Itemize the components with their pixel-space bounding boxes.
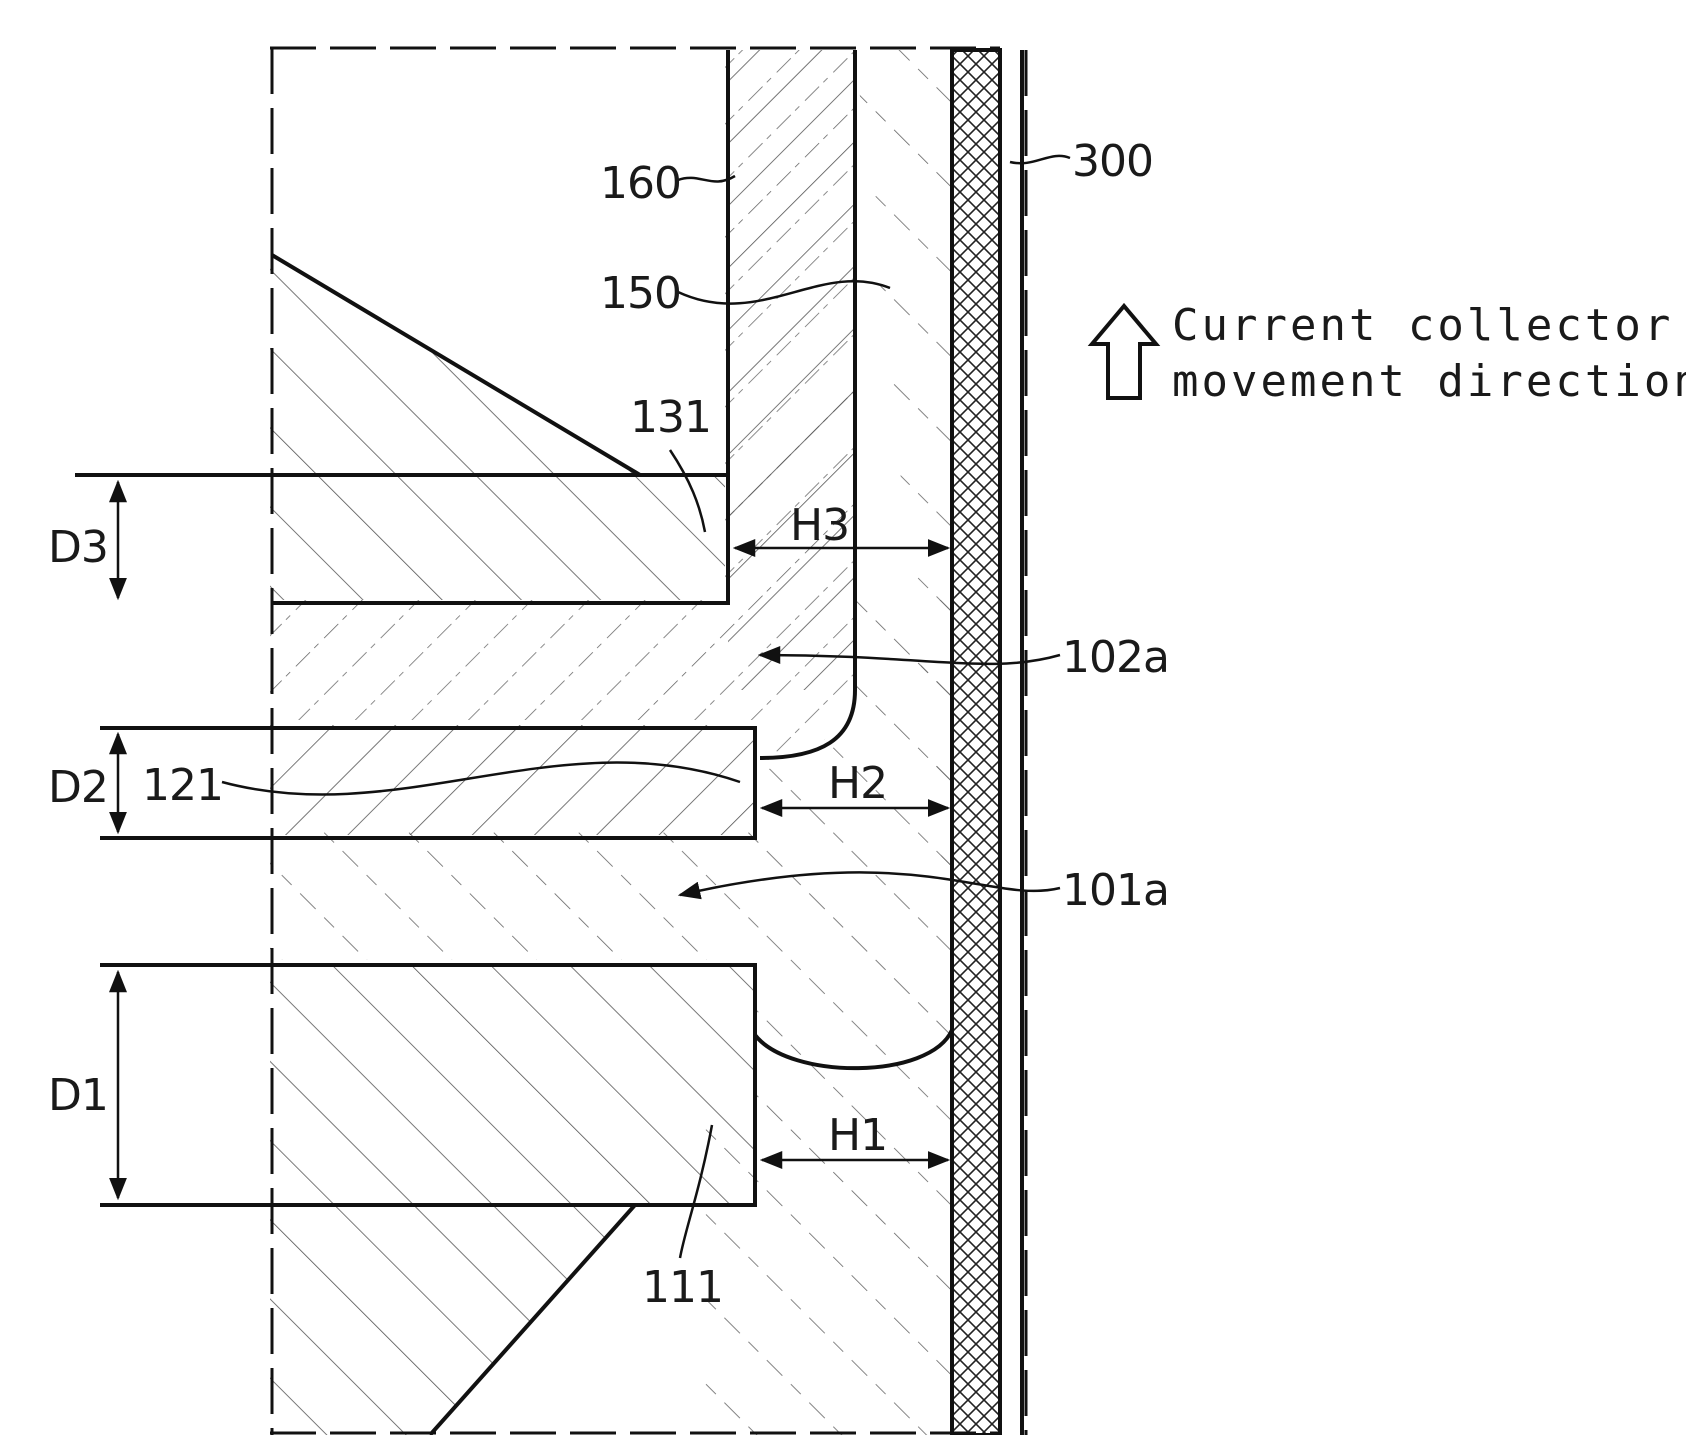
direction-note-line1: Current collector [1172, 300, 1673, 351]
label-h3: H3 [790, 500, 849, 551]
label-d3: D3 [48, 522, 108, 573]
label-131: 131 [630, 392, 711, 443]
label-h2: H2 [828, 758, 887, 809]
label-h1: H1 [828, 1110, 887, 1161]
label-121: 121 [142, 760, 223, 811]
plate-160 [728, 50, 856, 690]
current-collector-300 [952, 50, 1000, 1435]
label-111: 111 [642, 1262, 723, 1313]
label-101a: 101a [1062, 865, 1169, 916]
label-160: 160 [600, 158, 681, 209]
label-300: 300 [1072, 136, 1153, 187]
label-102a: 102a [1062, 632, 1169, 683]
direction-note-line2: movement direction [1172, 356, 1686, 407]
block-111 [270, 965, 755, 1205]
block-121 [270, 725, 755, 835]
label-d1: D1 [48, 1070, 108, 1121]
up-arrow-outline-icon [1092, 306, 1156, 398]
lower-lip [270, 1205, 635, 1435]
leader-300 [1010, 156, 1070, 163]
label-150: 150 [600, 268, 681, 319]
label-d2: D2 [48, 762, 108, 813]
